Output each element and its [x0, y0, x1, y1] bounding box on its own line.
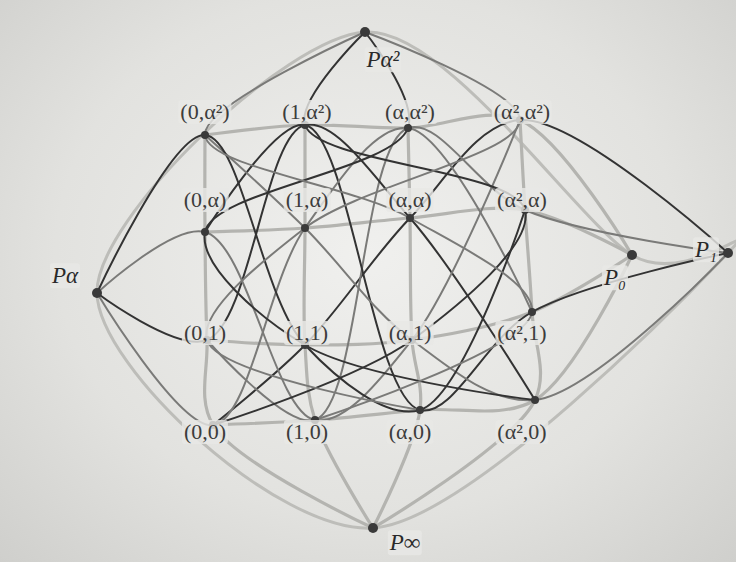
point-label: (α²,α²)	[492, 100, 552, 124]
point-label: (α²,α)	[495, 188, 549, 212]
point-label: (0,0)	[182, 420, 228, 444]
point-label: (0,1)	[182, 321, 228, 345]
point-label: (α²,1)	[495, 321, 548, 345]
point-label: (0,α)	[182, 188, 229, 212]
point-label: (1,α)	[284, 188, 331, 212]
plane-line	[205, 208, 632, 255]
point-dot	[404, 124, 412, 132]
point-dot	[627, 250, 637, 260]
point-label: (α,α)	[386, 188, 433, 212]
plane-line	[213, 255, 632, 425]
plane-line	[207, 255, 632, 345]
plane-line	[205, 32, 532, 420]
point-dot	[201, 228, 209, 236]
plane-line	[205, 32, 535, 400]
plane-line	[97, 120, 520, 420]
infinity-point-label: Pα	[50, 263, 80, 288]
point-label: (0,α²)	[178, 100, 231, 124]
infinity-point-label: Pα²	[364, 47, 401, 72]
infinity-point-label: P∞	[388, 530, 422, 555]
infinity-point-label: P₁	[693, 237, 719, 262]
plane-line	[205, 115, 632, 255]
infinity-point-label: P₀	[602, 265, 628, 290]
line-at-infinity	[97, 32, 736, 528]
point-dot	[416, 406, 424, 414]
point-label: (α,0)	[387, 420, 434, 444]
point-dot	[723, 248, 733, 258]
point-dot	[406, 214, 414, 222]
plane-line	[97, 128, 532, 425]
point-label: (1,1)	[284, 321, 330, 345]
point-dot	[301, 224, 309, 232]
point-dot	[528, 308, 536, 316]
point-label: (1,α²)	[280, 100, 333, 124]
point-label: (α,α²)	[383, 100, 437, 124]
point-dot	[92, 288, 102, 298]
point-label: (α,1)	[387, 321, 434, 345]
point-label: (α²,0)	[495, 420, 548, 444]
point-dot	[368, 523, 378, 533]
point-dot	[201, 131, 209, 139]
point-dot	[360, 27, 370, 37]
point-dot	[531, 396, 539, 404]
plane-line	[205, 125, 728, 411]
point-label: (1,0)	[284, 420, 330, 444]
plane-line	[213, 32, 526, 425]
